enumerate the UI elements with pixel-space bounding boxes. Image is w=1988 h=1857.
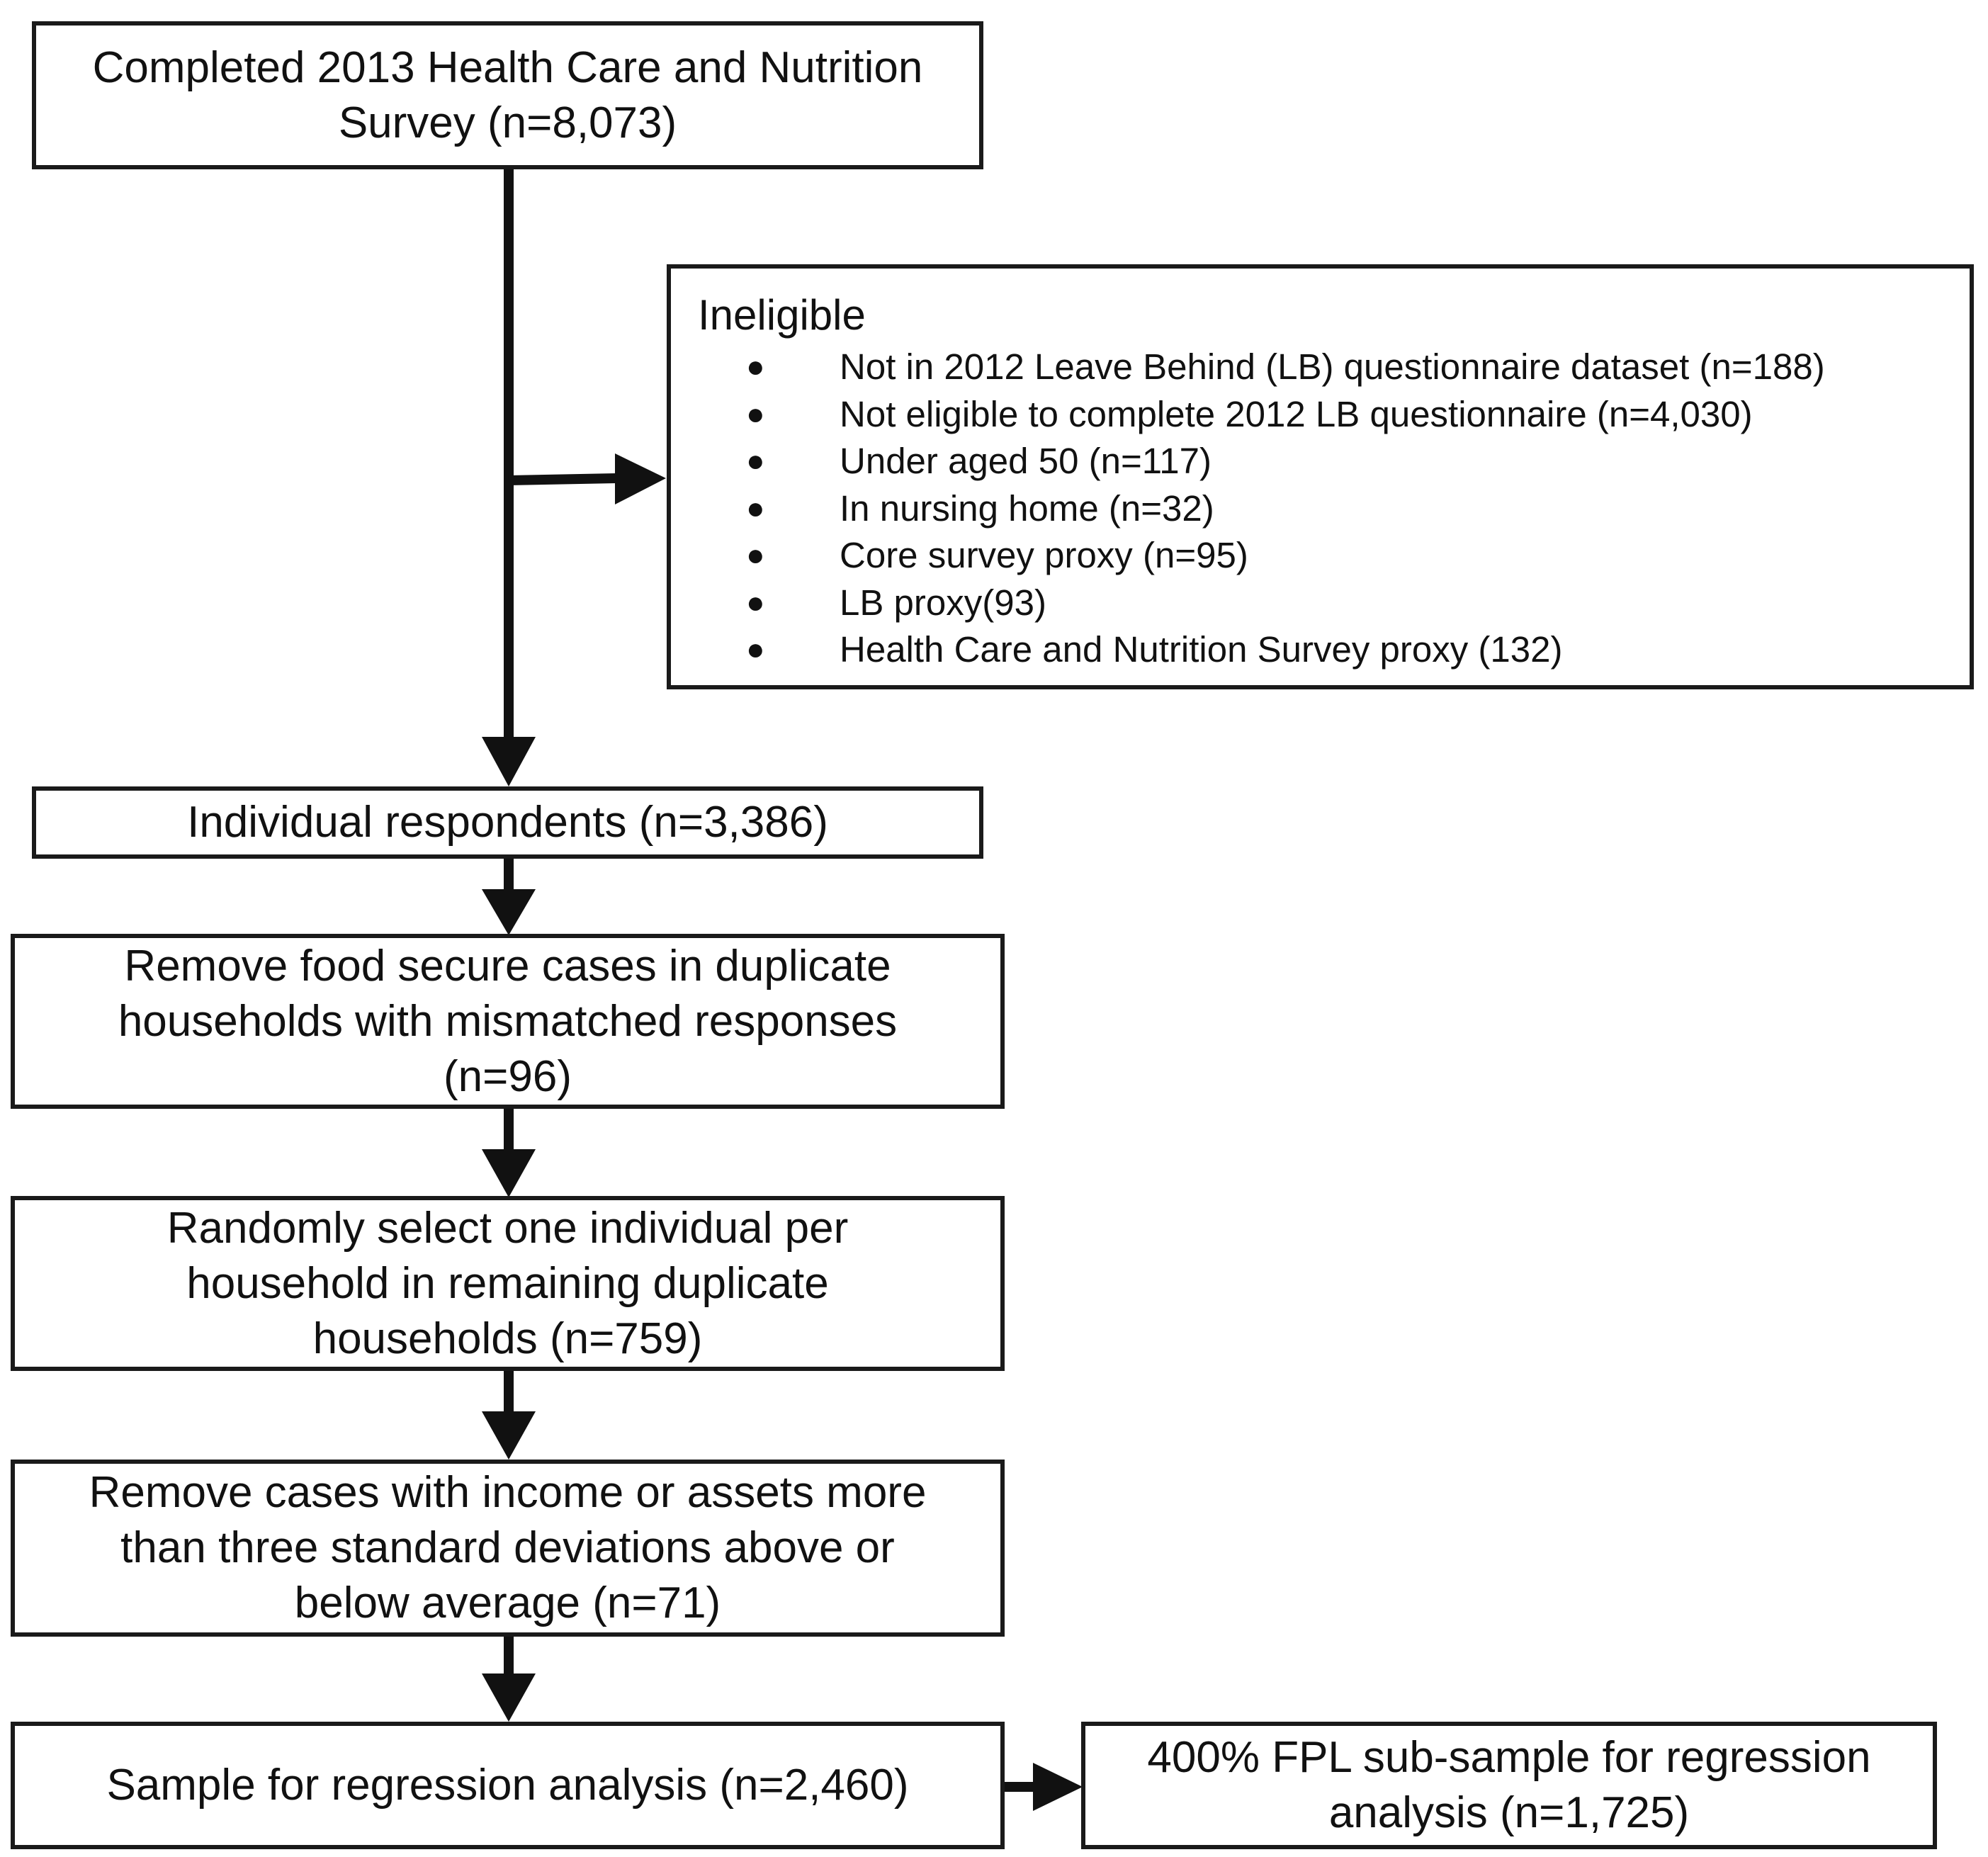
ineligible-item: ● In nursing home (n=32): [698, 485, 1825, 533]
arrowhead-remove-food: [482, 889, 536, 935]
arrowhead-sample: [482, 1673, 536, 1722]
arrowhead-fpl: [1033, 1763, 1083, 1811]
bullet-icon: ●: [746, 349, 765, 384]
remove-income-line-1: Remove cases with income or assets more: [89, 1468, 927, 1517]
ineligible-item-text: In nursing home (n=32): [840, 487, 1214, 529]
start-box: Completed 2013 Health Care and Nutrition…: [32, 21, 983, 169]
ineligible-box: Ineligible ● Not in 2012 Leave Behind (LB…: [667, 264, 1974, 689]
bullet-icon: ●: [746, 396, 765, 431]
random-line-3: households (n=759): [312, 1314, 703, 1363]
ineligible-item-text: Health Care and Nutrition Survey proxy (…: [840, 629, 1563, 670]
remove-income-line-3: below average (n=71): [294, 1579, 721, 1627]
ineligible-item: ● Not in 2012 Leave Behind (LB) questionn…: [698, 344, 1825, 391]
ineligible-item: ● Not eligible to complete 2012 LB questi…: [698, 391, 1825, 439]
ineligible-item: ● Core survey proxy (n=95): [698, 532, 1825, 580]
arrowhead-ineligible: [615, 453, 666, 504]
bullet-icon: ●: [746, 538, 765, 572]
remove-income-line-2: than three standard deviations above or: [120, 1523, 895, 1572]
random-line-2: household in remaining duplicate: [186, 1258, 829, 1308]
bullet-icon: ●: [746, 490, 765, 526]
individual-respondents-box: Individual respondents (n=3,386): [32, 786, 983, 859]
arrowhead-individual: [482, 737, 536, 786]
remove-income-outliers-box: Remove cases with income or assets more …: [11, 1460, 1005, 1637]
fpl-line-2: analysis (n=1,725): [1328, 1788, 1690, 1837]
ineligible-list: ● Not in 2012 Leave Behind (LB) questionn…: [698, 344, 1825, 674]
ineligible-item-text: Under aged 50 (n=117): [840, 441, 1212, 481]
remove-food-line-1: Remove food secure cases in duplicate: [124, 941, 891, 990]
start-line-2: Survey (n=8,073): [338, 98, 677, 147]
connector-to-ineligible: [508, 473, 617, 485]
regression-sample-box: Sample for regression analysis (n=2,460): [11, 1722, 1005, 1849]
remove-food-line-2: households with mismatched responses: [118, 996, 898, 1046]
remove-food-secure-box: Remove food secure cases in duplicate ho…: [11, 934, 1005, 1109]
individual-line-1: Individual respondents (n=3,386): [187, 798, 828, 847]
fpl-line-1: 400% FPL sub-sample for regression: [1147, 1733, 1871, 1782]
ineligible-item: ● Under aged 50 (n=117): [698, 438, 1825, 485]
arrowhead-random: [482, 1149, 536, 1197]
bullet-icon: ●: [746, 444, 765, 478]
remove-food-line-3: (n=96): [444, 1051, 572, 1101]
ineligible-item-text: Core survey proxy (n=95): [840, 535, 1248, 575]
bullet-icon: ●: [746, 632, 765, 667]
arrowhead-remove-income: [482, 1411, 536, 1460]
ineligible-item: ● Health Care and Nutrition Survey proxy …: [698, 626, 1825, 674]
random-select-box: Randomly select one individual per house…: [11, 1196, 1005, 1371]
ineligible-title: Ineligible: [698, 291, 866, 339]
sample-line-1: Sample for regression analysis (n=2,460): [106, 1761, 909, 1810]
bullet-icon: ●: [746, 585, 765, 620]
ineligible-item-text: Not eligible to complete 2012 LB questio…: [840, 393, 1753, 434]
start-line-1: Completed 2013 Health Care and Nutrition: [92, 43, 923, 92]
ineligible-item-text: LB proxy(93): [840, 582, 1046, 623]
ineligible-item: ● LB proxy(93): [698, 580, 1825, 627]
random-line-1: Randomly select one individual per: [166, 1203, 849, 1253]
fpl-subsample-box: 400% FPL sub-sample for regression analy…: [1081, 1722, 1937, 1849]
ineligible-item-text: Not in 2012 Leave Behind (LB) questionna…: [840, 346, 1825, 387]
